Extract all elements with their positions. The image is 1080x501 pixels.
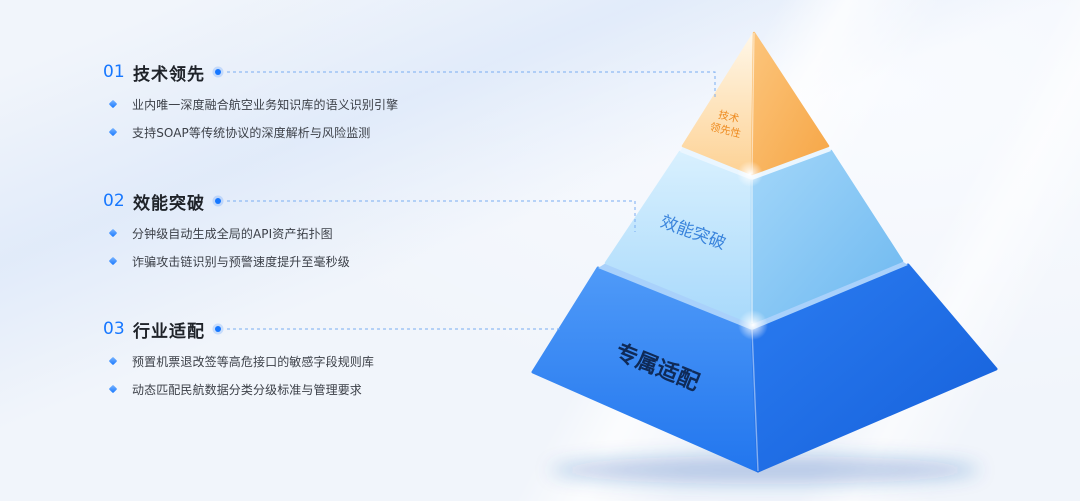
pyramid: 技术 领先性 效能突破 专属适配 — [531, 31, 998, 473]
bullet-list: 分钟级自动生成全局的API资产拓扑图 诈骗攻击链识别与预警速度提升至毫秒级 — [103, 219, 433, 275]
heading-marker-1 — [212, 66, 224, 78]
section-number: 03 — [103, 319, 125, 339]
dot-icon — [215, 198, 221, 204]
heading-marker-3 — [212, 323, 224, 335]
bullet-item: 预置机票退改签等高危接口的敏感字段规则库 — [103, 347, 433, 375]
section-title: 技术领先 — [133, 64, 205, 85]
diamond-bullet-icon — [108, 127, 118, 137]
diamond-bullet-icon — [108, 356, 118, 366]
bullet-item: 动态匹配民航数据分类分级标准与管理要求 — [103, 375, 433, 403]
section-title: 行业适配 — [133, 321, 205, 342]
bottom-tier-front-edge — [751, 329, 759, 472]
bullet-list: 业内唯一深度融合航空业务知识库的语义识别引擎 支持SOAP等传统协议的深度解析与… — [103, 90, 433, 146]
top-tier-front-edge — [751, 32, 755, 175]
bullet-item: 诈骗攻击链识别与预警速度提升至毫秒级 — [103, 247, 433, 275]
top-tier-label-line-1: 技术 — [717, 108, 741, 126]
section-number: 02 — [103, 191, 125, 211]
section-heading: 02 效能突破 — [103, 189, 433, 214]
bullet-list: 预置机票退改签等高危接口的敏感字段规则库 动态匹配民航数据分类分级标准与管理要求 — [103, 347, 433, 403]
feature-section-3: 03 行业适配 预置机票退改签等高危接口的敏感字段规则库 动态匹配民航数据分类分… — [103, 317, 433, 403]
diamond-bullet-icon — [108, 228, 118, 238]
connector-line-1 — [227, 71, 716, 100]
bullet-text: 动态匹配民航数据分类分级标准与管理要求 — [132, 382, 362, 397]
bullet-text: 诈骗攻击链识别与预警速度提升至毫秒级 — [132, 254, 350, 269]
bullet-text: 分钟级自动生成全局的API资产拓扑图 — [132, 226, 333, 241]
feature-section-1: 01 技术领先 业内唯一深度融合航空业务知识库的语义识别引擎 支持SOAP等传统… — [103, 60, 433, 146]
bullet-text: 支持SOAP等传统协议的深度解析与风险监测 — [132, 125, 371, 140]
section-title: 效能突破 — [133, 193, 205, 214]
bullet-text: 业内唯一深度融合航空业务知识库的语义识别引擎 — [132, 97, 399, 112]
pyramid-top-tier — [681, 31, 830, 176]
pyramid-shadow — [550, 456, 980, 484]
diamond-bullet-icon — [108, 256, 118, 266]
bullet-item: 分钟级自动生成全局的API资产拓扑图 — [103, 219, 433, 247]
bullet-text: 预置机票退改签等高危接口的敏感字段规则库 — [132, 354, 375, 369]
section-number: 01 — [103, 62, 125, 82]
dot-icon — [215, 326, 221, 332]
highlight-glow — [738, 310, 768, 340]
feature-section-2: 02 效能突破 分钟级自动生成全局的API资产拓扑图 诈骗攻击链识别与预警速度提… — [103, 189, 433, 275]
bullet-item: 业内唯一深度融合航空业务知识库的语义识别引擎 — [103, 90, 433, 118]
connector-line-2 — [227, 200, 636, 232]
dot-icon — [215, 69, 221, 75]
section-heading: 03 行业适配 — [103, 317, 433, 342]
section-heading: 01 技术领先 — [103, 60, 433, 85]
bullet-item: 支持SOAP等传统协议的深度解析与风险监测 — [103, 118, 433, 146]
diamond-bullet-icon — [108, 99, 118, 109]
highlight-glow — [737, 161, 763, 187]
connectors — [227, 71, 716, 330]
diamond-bullet-icon — [108, 384, 118, 394]
heading-marker-2 — [212, 195, 224, 207]
